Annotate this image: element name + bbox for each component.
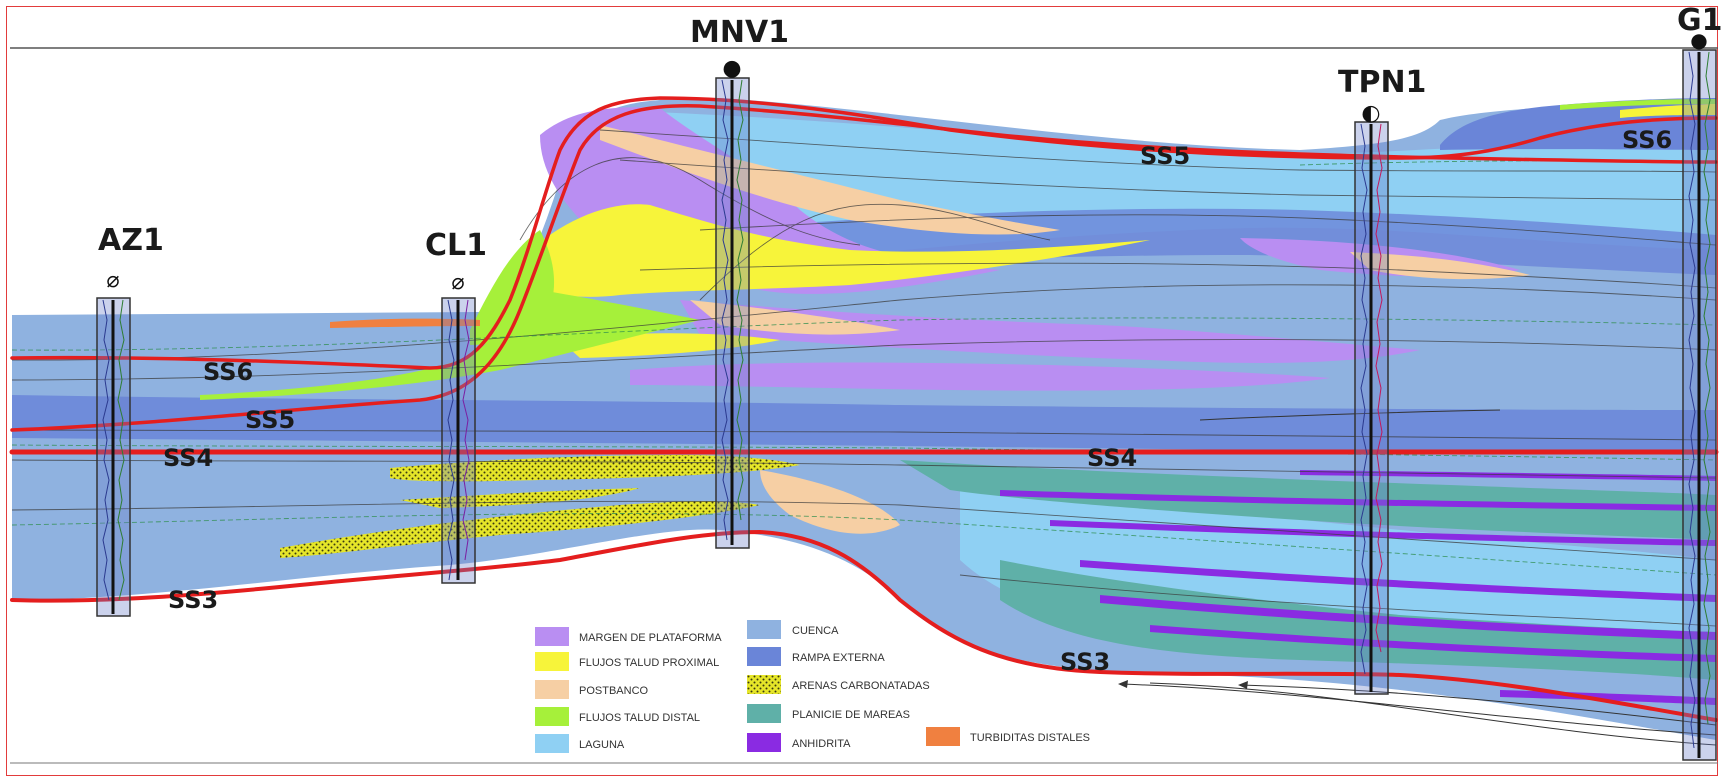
figure-frame bbox=[6, 6, 1718, 776]
arrowhead bbox=[1118, 680, 1128, 688]
legend-label: FLUJOS TALUD PROXIMAL bbox=[579, 657, 719, 669]
legend-label: RAMPA EXTERNA bbox=[792, 652, 885, 664]
correlation-lines bbox=[11, 129, 1717, 627]
legend-swatch bbox=[747, 704, 781, 723]
carbonate-sands-lower bbox=[280, 501, 760, 558]
well-symbol-az1: ⌀ bbox=[106, 268, 119, 293]
well-label-tpn1: TPN1 bbox=[1338, 65, 1426, 100]
boundary-ss5 bbox=[10, 104, 1718, 432]
legend-label: MARGEN DE PLATAFORMA bbox=[579, 632, 722, 644]
surface-label-ss3-left: SS3 bbox=[168, 586, 218, 614]
legend-swatch bbox=[535, 652, 569, 671]
surface-label-ss6-left: SS6 bbox=[203, 358, 253, 386]
outer-ramp-band bbox=[12, 395, 1716, 455]
boundary-ss3 bbox=[10, 529, 1718, 722]
legend-swatch bbox=[747, 733, 781, 752]
arrowhead bbox=[1238, 681, 1248, 689]
well-symbol-tpn1: ◐ bbox=[1361, 101, 1380, 126]
legend-label: PLANICIE DE MAREAS bbox=[792, 709, 910, 721]
surface-label-ss4-right: SS4 bbox=[1087, 444, 1137, 472]
well-az1 bbox=[96, 297, 131, 617]
legend-swatch bbox=[747, 620, 781, 639]
legend-swatch bbox=[535, 734, 569, 753]
surface-label-ss5-right: SS5 bbox=[1140, 142, 1190, 170]
legend-swatch bbox=[535, 707, 569, 726]
legend-label: ARENAS CARBONATADAS bbox=[792, 680, 930, 692]
well-symbol-cl1: ⌀ bbox=[451, 270, 464, 295]
platform-margin-mid bbox=[680, 300, 1420, 363]
surface-label-ss4-left: SS4 bbox=[163, 444, 213, 472]
legend-label: FLUJOS TALUD DISTAL bbox=[579, 712, 700, 724]
distal-slope-wedge bbox=[470, 230, 555, 345]
legend-label: ANHIDRITA bbox=[792, 738, 851, 750]
well-label-mnv1: MNV1 bbox=[690, 15, 789, 50]
platform-margin-low bbox=[630, 362, 1330, 391]
boundary-ss6 bbox=[10, 96, 1718, 370]
postbank-upper bbox=[600, 125, 1060, 235]
well-g1 bbox=[1682, 49, 1717, 761]
surface-label-ss3-right: SS3 bbox=[1060, 648, 1110, 676]
postbank-right bbox=[1350, 252, 1530, 280]
surface-label-ss6-right: SS6 bbox=[1622, 126, 1672, 154]
well-tpn1 bbox=[1354, 121, 1389, 695]
well-label-g1: G1 bbox=[1677, 3, 1723, 38]
legend-swatch bbox=[535, 627, 569, 646]
postbank-lower bbox=[760, 470, 900, 534]
sequence-boundaries bbox=[9, 96, 1719, 722]
well-mnv1 bbox=[715, 77, 750, 549]
legend-swatch bbox=[747, 675, 781, 694]
well-label-cl1: CL1 bbox=[425, 228, 487, 263]
surface-label-ss5-left: SS5 bbox=[245, 406, 295, 434]
onlap-arrows bbox=[1119, 409, 1717, 746]
legend-label: POSTBANCO bbox=[579, 685, 649, 697]
well-cl1 bbox=[441, 297, 476, 584]
distal-slope bbox=[200, 290, 700, 400]
well-label-az1: AZ1 bbox=[98, 223, 164, 258]
legend-swatch bbox=[535, 680, 569, 699]
legend-label: CUENCA bbox=[792, 625, 839, 637]
well-symbol-g1: ● bbox=[1690, 28, 1707, 52]
distal-slope-top-right bbox=[1560, 99, 1716, 110]
legend-swatch bbox=[747, 647, 781, 666]
legend-swatch bbox=[926, 727, 960, 746]
legend-label: LAGUNA bbox=[579, 739, 625, 751]
proximal-slope bbox=[520, 204, 1150, 297]
legend-label: TURBIDITAS DISTALES bbox=[970, 732, 1090, 744]
well-symbol-mnv1: ● bbox=[722, 56, 741, 81]
legend: MARGEN DE PLATAFORMA FLUJOS TALUD PROXIM… bbox=[535, 620, 1090, 753]
